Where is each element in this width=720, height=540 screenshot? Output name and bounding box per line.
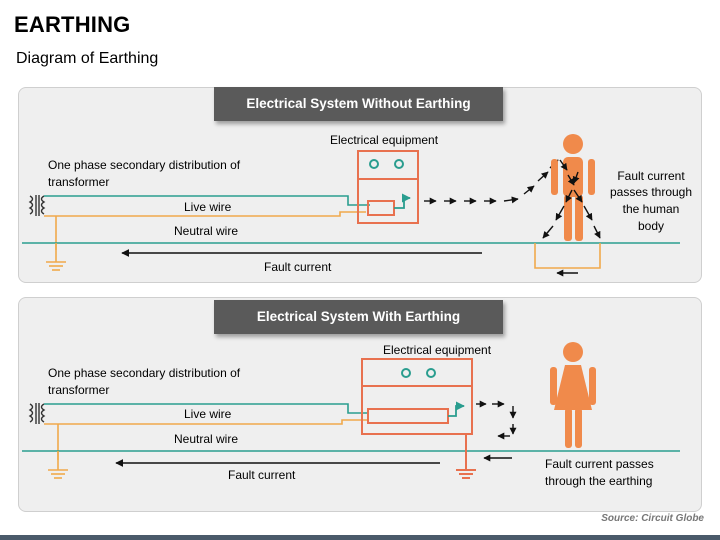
top-body-label-line1: Fault current (617, 169, 685, 183)
bottom-earth-label-line2: through the earthing (545, 474, 653, 488)
top-body-current-arrows (542, 159, 601, 239)
bottom-equipment-box (361, 358, 473, 435)
bottom-neutral-wire (44, 419, 368, 460)
bottom-earth-label-line1: Fault current passes (545, 457, 654, 471)
top-transformer-icon (28, 195, 46, 216)
top-human-figure (551, 134, 595, 241)
bottom-fault-path-arrows (476, 400, 517, 462)
bottom-transformer-label-line2: transformer (48, 383, 110, 397)
top-body-label-line4: body (637, 219, 665, 233)
bottom-fault-current-label: Fault current (228, 468, 296, 482)
top-fault-current-label: Fault current (264, 260, 332, 274)
bottom-earth-symbol-left (48, 451, 68, 479)
bottom-human-figure (550, 342, 596, 448)
top-earth-symbol (46, 243, 66, 271)
bottom-earthing-conductor (456, 434, 476, 479)
top-live-wire-label: Live wire (184, 200, 232, 214)
bottom-transformer-label-line1: One phase secondary distribution of (48, 366, 241, 380)
top-equipment-box (357, 150, 419, 224)
top-fault-path-arrows (424, 159, 559, 205)
bottom-live-wire (44, 403, 368, 414)
top-equipment-label: Electrical equipment (330, 133, 439, 147)
top-neutral-wire-label: Neutral wire (174, 224, 239, 238)
footer-bar (0, 535, 720, 540)
top-transformer-label-line2: transformer (48, 175, 110, 189)
bottom-neutral-wire-label: Neutral wire (174, 432, 239, 446)
banner-with-earthing: Electrical System With Earthing (214, 300, 503, 334)
banner-without-earthing: Electrical System Without Earthing (214, 87, 503, 121)
bottom-equipment-label: Electrical equipment (383, 343, 492, 357)
source-credit: Source: Circuit Globe (601, 513, 704, 524)
top-neutral-wire (44, 211, 366, 250)
top-fault-return-path (534, 243, 601, 269)
page-title: EARTHING (14, 12, 131, 37)
page-subtitle: Diagram of Earthing (16, 50, 159, 67)
top-body-label-line2: passes through (609, 185, 693, 199)
top-body-label-line3: the human (622, 202, 680, 216)
bottom-transformer-icon (28, 403, 46, 424)
top-transformer-label-line1: One phase secondary distribution of (48, 158, 241, 172)
bottom-live-wire-label: Live wire (184, 407, 232, 421)
